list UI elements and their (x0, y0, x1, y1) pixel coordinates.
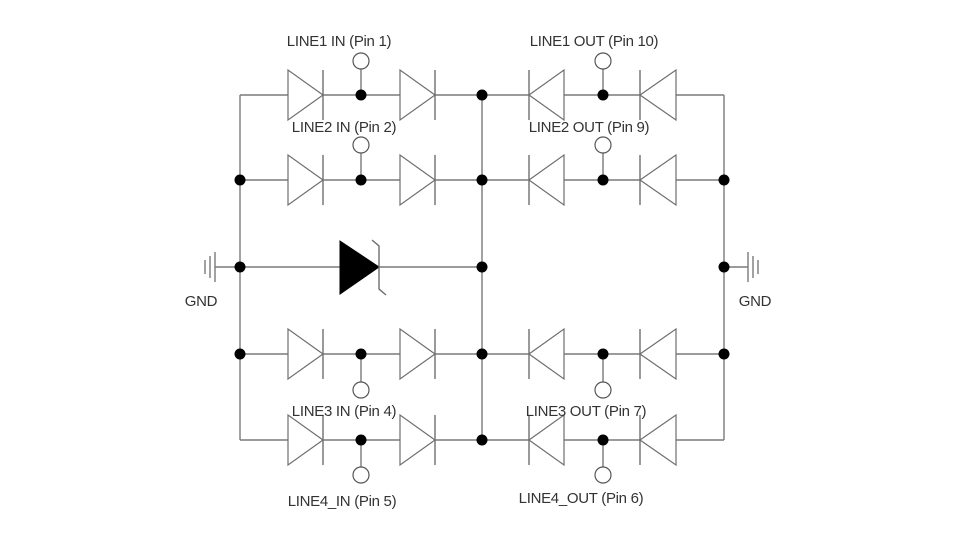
diode-reverse (638, 413, 677, 467)
diode-reverse (527, 68, 565, 122)
node-center-row3 (476, 348, 488, 360)
label-line4-out: LINE4_OUT (Pin 6) (519, 490, 644, 507)
diode-triangle (399, 68, 437, 122)
diode-triangle (527, 413, 565, 467)
node-pin1 (355, 89, 367, 101)
label-line2-in: LINE2 IN (Pin 2) (292, 119, 397, 136)
node-center-zener (476, 261, 488, 273)
diode-triangle (287, 327, 325, 381)
label-line3-out: LINE3 OUT (Pin 7) (526, 403, 647, 420)
node-left-row3 (234, 348, 246, 360)
zener-diode-triangle (339, 240, 380, 295)
diode-reverse (527, 153, 565, 207)
diode-forward (399, 327, 437, 381)
node-pin7 (597, 348, 609, 360)
pin1-terminal[interactable] (352, 52, 370, 70)
diode-triangle (287, 153, 325, 207)
diode-triangle (287, 68, 325, 122)
diode-reverse (527, 327, 565, 381)
zener-diode (339, 239, 387, 296)
node-right-gnd (718, 261, 730, 273)
diode-triangle (638, 68, 677, 122)
diode-forward (399, 68, 437, 122)
node-pin6 (597, 434, 609, 446)
node-center-row4 (476, 434, 488, 446)
label-line2-out: LINE2 OUT (Pin 9) (529, 119, 650, 136)
pin10-terminal[interactable] (594, 52, 612, 70)
junction-nodes (234, 89, 730, 446)
node-pin4 (355, 348, 367, 360)
pin2-terminal[interactable] (352, 136, 370, 154)
diode-forward (287, 153, 325, 207)
diode-forward (287, 327, 325, 381)
label-line1-out: LINE1 OUT (Pin 10) (530, 33, 659, 50)
pin4-terminal[interactable] (352, 381, 370, 399)
node-pin10 (597, 89, 609, 101)
pin7-terminal[interactable] (594, 381, 612, 399)
diode-triangle (638, 327, 677, 381)
ground-symbol-right (747, 252, 759, 282)
pin-terminals (352, 52, 612, 484)
ground-symbol-left (204, 252, 216, 282)
pin9-terminal[interactable] (594, 136, 612, 154)
diode-reverse (638, 327, 677, 381)
diode-triangle (527, 327, 565, 381)
label-gnd-right: GND (739, 293, 772, 310)
diode-forward (287, 413, 325, 467)
node-pin9 (597, 174, 609, 186)
node-center-row2 (476, 174, 488, 186)
diode-forward (287, 68, 325, 122)
diode-forward (399, 413, 437, 467)
diode-triangle (399, 153, 437, 207)
label-line4-in: LINE4_IN (Pin 5) (288, 493, 397, 510)
node-left-row2 (234, 174, 246, 186)
node-pin5 (355, 434, 367, 446)
diode-triangle (638, 153, 677, 207)
zener-diode-cathode-bar (371, 239, 387, 296)
diode-triangle (527, 68, 565, 122)
steering-diodes (287, 68, 677, 467)
node-pin2 (355, 174, 367, 186)
diode-triangle (399, 413, 437, 467)
diode-forward (399, 153, 437, 207)
node-right-row2 (718, 174, 730, 186)
pin6-terminal[interactable] (594, 466, 612, 484)
diode-triangle (527, 153, 565, 207)
diode-reverse (638, 153, 677, 207)
label-line3-in: LINE3 IN (Pin 4) (292, 403, 397, 420)
diode-triangle (638, 413, 677, 467)
node-left-gnd (234, 261, 246, 273)
pin5-terminal[interactable] (352, 466, 370, 484)
diode-triangle (399, 327, 437, 381)
diode-triangle (287, 413, 325, 467)
node-center-row1 (476, 89, 488, 101)
labels: LINE1 IN (Pin 1) LINE2 IN (Pin 2) LINE3 … (185, 33, 772, 510)
diode-reverse (638, 68, 677, 122)
diode-reverse (527, 413, 565, 467)
label-line1-in: LINE1 IN (Pin 1) (287, 33, 392, 50)
node-right-row3 (718, 348, 730, 360)
label-gnd-left: GND (185, 293, 218, 310)
